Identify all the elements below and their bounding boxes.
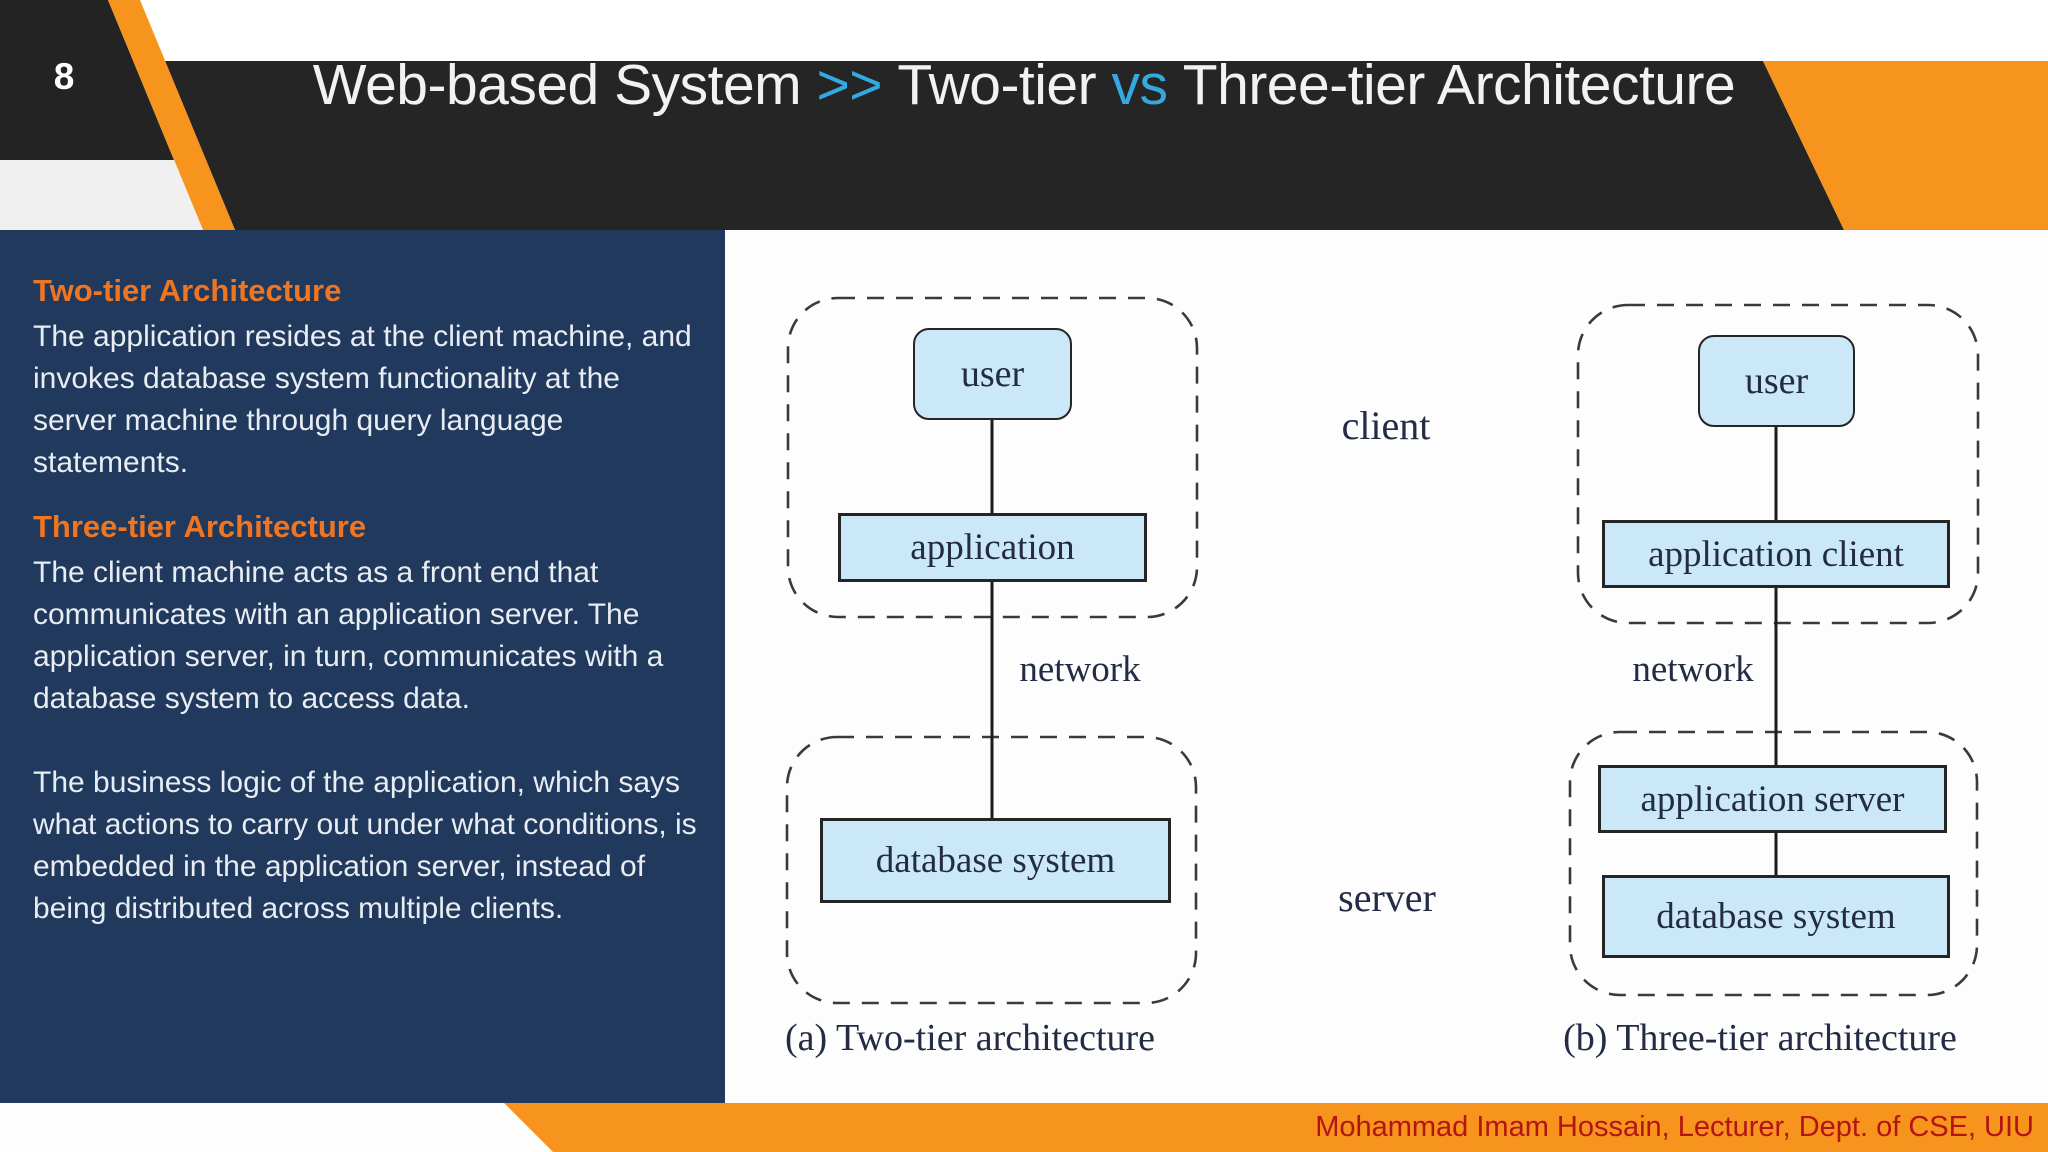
two-tier-database-box: database system [820,818,1171,903]
header-bar [165,61,1844,230]
two-tier-user-label: user [960,353,1025,395]
three-tier-application-server-label: application server [1640,778,1905,820]
two-tier-caption: (a) Two-tier architecture [784,1017,1156,1059]
two-tier-paragraph: The application resides at the client ma… [33,320,692,480]
header-top-whitespace [0,0,2048,61]
sidebar-text-panel: Two-tier Architecture The application re… [0,230,725,1103]
title-vs: vs [1111,52,1168,117]
three-tier-application-server-box: application server [1598,765,1947,833]
three-tier-caption: (b) Three-tier architecture [1563,1017,1957,1059]
page-title: Web-based System >> Two-tier vs Three-ti… [0,0,2048,169]
title-separator: >> [816,52,883,117]
three-tier-database-label: database system [1656,896,1896,937]
three-tier-heading: Three-tier Architecture [33,509,367,545]
two-tier-user-box: user [913,328,1072,420]
business-logic-paragraph: The business logic of the application, w… [33,766,697,926]
two-tier-application-label: application [910,527,1075,568]
slide-number: 8 [53,56,75,97]
footer-white-wedge [0,1103,553,1152]
corner-gray-patch [0,160,203,230]
two-tier-application-box: application [838,513,1147,582]
two-tier-heading: Two-tier Architecture [33,273,342,308]
server-side-label: server [1338,875,1436,920]
three-tier-user-box: user [1698,335,1855,427]
three-tier-paragraph: The client machine acts as a front end t… [33,556,664,716]
title-mid: Two-tier [897,52,1097,117]
three-tier-database-box: database system [1602,875,1950,958]
three-tier-application-client-box: application client [1602,520,1950,588]
title-suffix: Three-tier Architecture [1182,52,1736,117]
three-tier-user-label: user [1744,360,1809,402]
three-tier-application-client-label: application client [1648,533,1904,575]
two-tier-network-label: network [1019,649,1141,690]
two-tier-database-label: database system [875,840,1116,881]
title-prefix: Web-based System [312,52,802,117]
footer-credit: Mohammad Imam Hossain, Lecturer, Dept. o… [1315,1111,2034,1143]
three-tier-network-label: network [1632,649,1754,690]
client-side-label: client [1341,403,1431,448]
